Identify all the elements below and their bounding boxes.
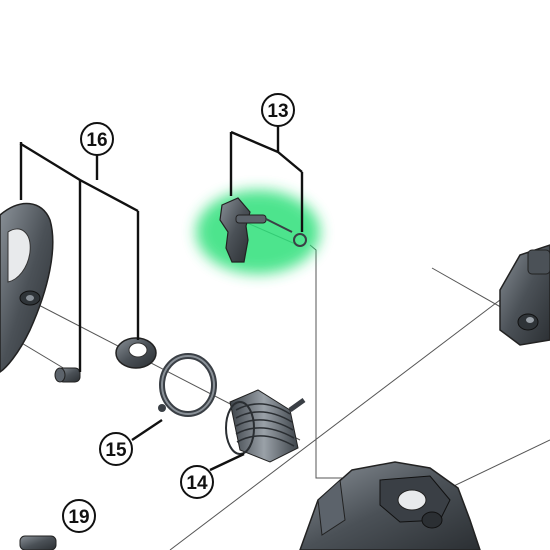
callout-19-label: 19 [68,507,89,528]
screw-part-16 [54,367,81,383]
callout-16[interactable]: 16 [80,122,114,156]
washer-part-16 [115,337,157,369]
screw-part-19 [19,535,57,550]
cage-plate-part-16 [0,202,54,373]
callout-14[interactable]: 14 [180,465,214,499]
snap-ring-part-15 [158,353,217,417]
spring-part-14 [225,389,306,463]
callout-13-label: 13 [267,101,288,122]
adjust-bolt-part-13 [196,190,320,274]
pivot-bracket [499,244,550,346]
callout-19[interactable]: 19 [62,499,96,533]
callout-15-label: 15 [105,440,127,461]
callout-14-label: 14 [186,473,208,494]
callout-16-label: 16 [86,130,107,151]
callout-15[interactable]: 15 [99,432,133,466]
derailleur-body [299,461,481,550]
callout-13[interactable]: 13 [261,93,295,127]
leader-lines [19,126,304,472]
